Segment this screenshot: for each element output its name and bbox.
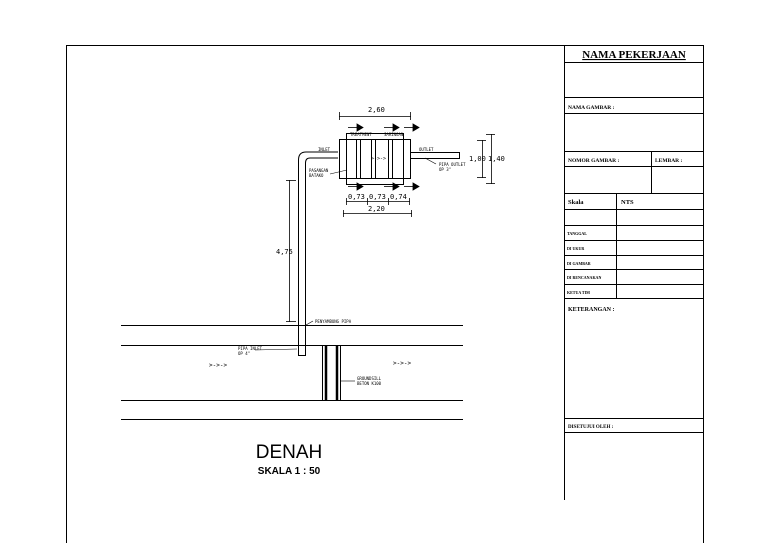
channel-lines <box>121 325 463 420</box>
drawing-scale: SKALA 1 : 50 <box>258 466 321 477</box>
nama-gambar-label: NAMA GAMBAR : <box>568 105 615 111</box>
dim-height-outer-label: 1,40 <box>488 155 505 163</box>
label-outlet: OUTLET <box>419 147 434 152</box>
dim-bottom-segments <box>343 198 412 217</box>
label-groundsill-1: GROUNDSILL <box>357 376 382 381</box>
title-block <box>564 45 704 500</box>
inlet-pipe <box>298 151 338 356</box>
dim-vertical-pipe <box>286 180 296 322</box>
label-pasangan-1: PASANGAN <box>309 168 329 173</box>
dim-seg1-label: 0,73 <box>348 193 365 201</box>
leader-lines <box>254 157 437 382</box>
label-pipa-outlet-2: OP 3" <box>439 167 451 172</box>
dim-seg3-label: 0,74 <box>390 193 407 201</box>
flow-arrow-left: >->-> <box>209 362 227 369</box>
row-di-ukur: DI UKUR <box>567 246 584 251</box>
skala-label: Skala <box>568 199 584 206</box>
dim-height-inner-label: 1,00 <box>469 155 486 163</box>
flow-box-label: >->-> <box>371 156 386 162</box>
label-pipa-inlet-2: OP 4" <box>238 351 250 356</box>
dim-right-heights <box>477 134 495 184</box>
row-ketua-tim: KETUA TIM <box>567 290 590 295</box>
nomor-gambar-label: NOMOR GAMBAR : <box>568 158 619 164</box>
section-markers-bottom <box>348 182 420 191</box>
dim-vertical-pipe-label: 4,75 <box>276 248 293 256</box>
label-penyambung-pipa: PENYAMBUNG PIPA <box>315 319 352 324</box>
dim-top-width-label: 2,60 <box>368 106 385 114</box>
keterangan-label: KETERANGAN : <box>568 307 615 313</box>
label-pipa-inlet-1: PIPA INLET <box>238 346 263 351</box>
label-pasangan-2: BATAKO <box>309 173 324 178</box>
row-di-gambar: DI GAMBAR <box>567 261 591 266</box>
label-treatment: TREATMENT <box>350 132 372 137</box>
label-groundsill-2: BETON K100 <box>357 381 382 386</box>
dim-top-width <box>339 112 411 120</box>
flow-arrow-right: >->-> <box>393 360 411 367</box>
skala-value: NTS <box>621 199 634 206</box>
annotation-labels: TREATMENT SARINGAN INLET OUTLET PIPA OUT… <box>238 132 466 386</box>
dim-seg2-label: 0,73 <box>369 193 386 201</box>
nama-pekerjaan-label: NAMA PEKERJAAN <box>582 49 686 61</box>
groundsill <box>322 346 341 400</box>
sheet-border <box>66 45 704 543</box>
tanggal-label: TANGGAL <box>567 231 587 236</box>
drawing-title: DENAH <box>256 442 323 463</box>
dim-bottom-total-label: 2,20 <box>368 205 385 213</box>
treatment-box <box>339 133 411 185</box>
row-di-rencanakan: DI RENCANAKAN <box>567 275 601 280</box>
title-block-text: NAMA PEKERJAAN NAMA GAMBAR : NOMOR GAMBA… <box>567 49 686 430</box>
lembar-label: LEMBAR : <box>655 158 683 164</box>
section-markers-top <box>348 123 420 132</box>
label-saringan: SARINGAN <box>384 132 404 137</box>
disetujui-label: DISETUJUI OLEH : <box>568 425 614 430</box>
outlet-pipe <box>411 152 460 159</box>
label-inlet: INLET <box>318 147 331 152</box>
label-pipa-outlet-1: PIPA OUTLET <box>439 162 466 167</box>
